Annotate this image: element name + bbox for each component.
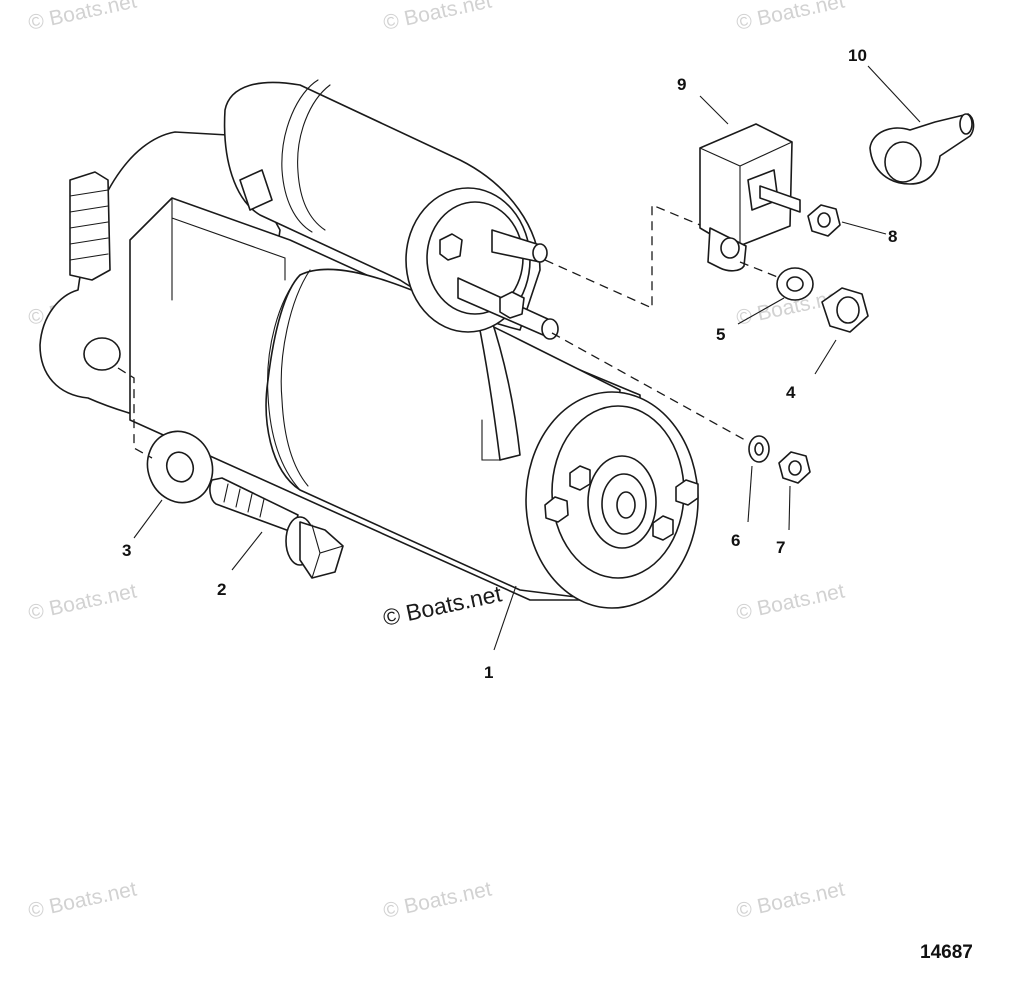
bolt-threads bbox=[223, 483, 265, 518]
leader-5 bbox=[737, 297, 785, 325]
leader-1 bbox=[493, 585, 517, 651]
lug-hole bbox=[720, 237, 740, 259]
leader-10 bbox=[867, 65, 921, 123]
callout-4: 4 bbox=[786, 383, 796, 402]
bolt-head bbox=[299, 521, 344, 579]
callout-9: 9 bbox=[677, 75, 686, 94]
assembly-line bbox=[739, 261, 781, 279]
part-5-lock-washer bbox=[776, 267, 814, 301]
can-seam-inner bbox=[280, 269, 311, 487]
watermark: © Boats.net bbox=[26, 0, 139, 35]
watermark: © Boats.net bbox=[381, 877, 494, 922]
starter-motor bbox=[39, 79, 699, 609]
part-8-nut bbox=[807, 204, 841, 237]
callout-2: 2 bbox=[217, 580, 226, 599]
shaft-end bbox=[616, 491, 636, 519]
leader-6 bbox=[747, 465, 753, 523]
through-bolt-nut bbox=[544, 496, 569, 523]
terminal-end bbox=[541, 318, 559, 340]
callout-leaders bbox=[133, 65, 921, 651]
lock-washer-hole bbox=[786, 276, 804, 292]
can-seam bbox=[267, 274, 301, 491]
terminal-nut bbox=[499, 291, 525, 319]
callout-1: 1 bbox=[484, 663, 493, 682]
leader-8 bbox=[841, 221, 887, 235]
field-strap bbox=[477, 314, 521, 461]
through-bolt-nut bbox=[569, 465, 591, 491]
terminal-nut bbox=[439, 233, 463, 261]
boot-tip bbox=[959, 113, 973, 135]
through-bolt-nut bbox=[652, 515, 674, 541]
watermark: © Boats.net bbox=[734, 877, 847, 922]
part-4-nut bbox=[821, 287, 869, 333]
leader-9 bbox=[699, 95, 729, 125]
boot-body bbox=[869, 113, 975, 185]
drawing-number: 14687 bbox=[920, 942, 973, 963]
nut-hole bbox=[836, 296, 860, 324]
drive-pinion bbox=[69, 171, 111, 281]
part-2-bolt bbox=[209, 477, 344, 579]
callout-8: 8 bbox=[888, 227, 897, 246]
watermark: © Boats.net bbox=[26, 579, 139, 624]
solenoid-band-inner bbox=[297, 84, 331, 231]
assembly-lines bbox=[117, 204, 781, 459]
callout-10: 10 bbox=[848, 46, 867, 65]
watermark: © Boats.net bbox=[734, 579, 847, 624]
terminal-end bbox=[532, 243, 548, 263]
through-bolt-nut bbox=[675, 479, 699, 506]
leader-3 bbox=[133, 499, 163, 539]
callout-5: 5 bbox=[716, 325, 725, 344]
terminal-stud bbox=[759, 185, 801, 213]
pinion-teeth bbox=[69, 189, 109, 261]
part-7-nut bbox=[778, 451, 811, 484]
watermark: © Boats.net bbox=[26, 877, 139, 922]
callout-7: 7 bbox=[776, 538, 785, 557]
center-watermark: © Boats.net bbox=[381, 580, 505, 631]
frame-step bbox=[171, 197, 286, 301]
mounting-hole bbox=[83, 337, 121, 371]
terminal-block-body bbox=[699, 123, 793, 249]
assembly-line bbox=[551, 332, 746, 441]
terminal-block-edges bbox=[699, 141, 793, 251]
bolt-head-edges bbox=[311, 524, 344, 579]
solenoid-band bbox=[281, 79, 319, 233]
leader-4 bbox=[814, 339, 837, 375]
leader-7 bbox=[788, 485, 791, 531]
nut8-hole bbox=[817, 212, 831, 228]
small-washer-hole bbox=[754, 442, 764, 456]
callout-3: 3 bbox=[122, 541, 131, 560]
solenoid-boss bbox=[239, 169, 273, 211]
part-6-lock-washer bbox=[748, 435, 770, 463]
assembly-line bbox=[544, 204, 701, 310]
boot-cup bbox=[884, 141, 922, 183]
leader-2 bbox=[231, 531, 263, 571]
assembly-line bbox=[117, 367, 153, 459]
callout-6: 6 bbox=[731, 531, 740, 550]
part-9-terminal-block bbox=[699, 123, 801, 272]
watermark: © Boats.net bbox=[381, 0, 494, 35]
callout-labels: 1 2 3 4 5 6 7 8 9 10 bbox=[122, 46, 897, 682]
part-3-washer bbox=[146, 430, 214, 504]
washer-hole bbox=[165, 451, 195, 483]
part-10-terminal-boot bbox=[869, 113, 975, 185]
small-nut-hole bbox=[788, 460, 802, 476]
watermark: © Boats.net bbox=[734, 0, 847, 35]
strap-bracket bbox=[481, 419, 501, 461]
